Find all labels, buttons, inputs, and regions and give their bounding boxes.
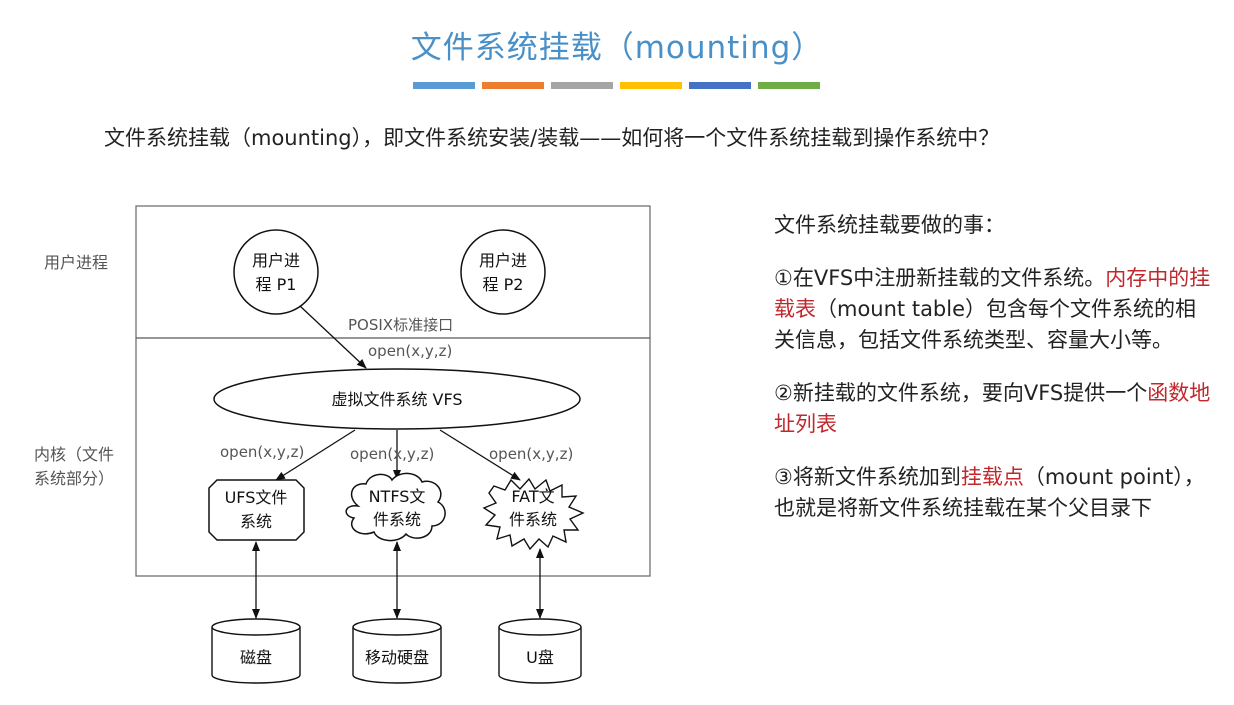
user-zone-label: 用户进程	[44, 253, 108, 272]
step-1-detail: （mount table）包含每个文件系统的相关信息，包括文件系统类型、容量大小…	[774, 297, 1197, 352]
process-p2-label-2: 程 P2	[483, 275, 524, 294]
p1-to-vfs-arrow	[299, 305, 367, 369]
process-p2-label-1: 用户进	[479, 251, 527, 270]
step-3: ③将新文件系统加到挂载点（mount point），也就是将新文件系统挂载在某个…	[774, 462, 1214, 524]
underline-bar-gray	[551, 82, 613, 89]
kernel-zone-label-2: 系统部分）	[34, 469, 114, 488]
disk-label: 磁盘	[240, 648, 272, 667]
vfs-node	[213, 368, 581, 430]
mount-steps-panel: 文件系统挂载要做的事： ①在VFS中注册新挂载的文件系统。内存中的挂载表（mou…	[774, 210, 1214, 546]
vfs-to-ufs-arrow	[275, 429, 356, 481]
step-3-text: ③将新文件系统加到	[774, 465, 961, 489]
steps-heading: 文件系统挂载要做的事：	[774, 213, 1005, 237]
process-p1-node	[233, 229, 319, 315]
posix-label: POSIX标准接口	[348, 316, 453, 334]
underline-bar-blue	[413, 82, 475, 89]
step-1: ①在VFS中注册新挂载的文件系统。内存中的挂载表（mount table）包含每…	[774, 263, 1214, 356]
ufs-node	[208, 479, 305, 541]
underline-bar-green	[758, 82, 820, 89]
subtitle: 文件系统挂载（mounting），即文件系统安装/装载——如何将一个文件系统挂载…	[104, 126, 1000, 150]
step-2: ②新挂载的文件系统，要向VFS提供一个函数地址列表	[774, 378, 1214, 440]
step-2-highlight: 函数地址列表	[774, 381, 1211, 436]
fat-label-1: FAT文	[511, 487, 554, 506]
step-1-text: ①在VFS中注册新挂载的文件系统。	[774, 266, 1106, 290]
step-1-highlight: 内存中的挂载表	[774, 266, 1211, 321]
process-p2-node	[460, 229, 546, 315]
disk-cylinder-3	[498, 618, 582, 684]
open-fat-label: open(x,y,z)	[489, 445, 573, 463]
mount-diagram: 用户进程 内核（文件 系统部分） 用户进 程 P1 用户进 程 P2 POSIX…	[34, 205, 651, 684]
disk-cylinder-1	[211, 618, 301, 684]
underline-bar-orange	[482, 82, 544, 89]
vfs-to-fat-arrow	[439, 429, 521, 481]
ufs-label-2: 系统	[240, 512, 272, 531]
process-p1-label-1: 用户进	[252, 251, 300, 270]
vfs-label: 虚拟文件系统 VFS	[331, 390, 462, 409]
step-2-text: ②新挂载的文件系统，要向VFS提供一个	[774, 381, 1148, 405]
open-ufs-label: open(x,y,z)	[220, 443, 304, 461]
ntfs-label-1: NTFS文	[369, 487, 426, 506]
ufs-label-1: UFS文件	[225, 488, 288, 507]
underline-bar-yellow	[620, 82, 682, 89]
fat-label-2: 件系统	[509, 510, 557, 529]
usb-disk-label: U盘	[526, 648, 554, 667]
page-title: 文件系统挂载（mounting）	[410, 30, 824, 66]
step-3-detail: （mount point），也就是将新文件系统挂载在某个父目录下	[774, 465, 1205, 520]
underline-bar-darkblue	[689, 82, 751, 89]
fat-node	[482, 477, 585, 551]
step-3-highlight: 挂载点	[960, 465, 1024, 489]
removable-disk-label: 移动硬盘	[365, 648, 429, 667]
open-top-label: open(x,y,z)	[368, 342, 452, 360]
process-p1-label-2: 程 P1	[256, 275, 297, 294]
kernel-zone-label-1: 内核（文件	[34, 445, 114, 464]
disk-cylinder-2	[352, 618, 442, 684]
open-ntfs-label: open(x,y,z)	[350, 445, 434, 463]
ntfs-label-2: 件系统	[373, 510, 421, 529]
ntfs-node	[345, 472, 446, 542]
